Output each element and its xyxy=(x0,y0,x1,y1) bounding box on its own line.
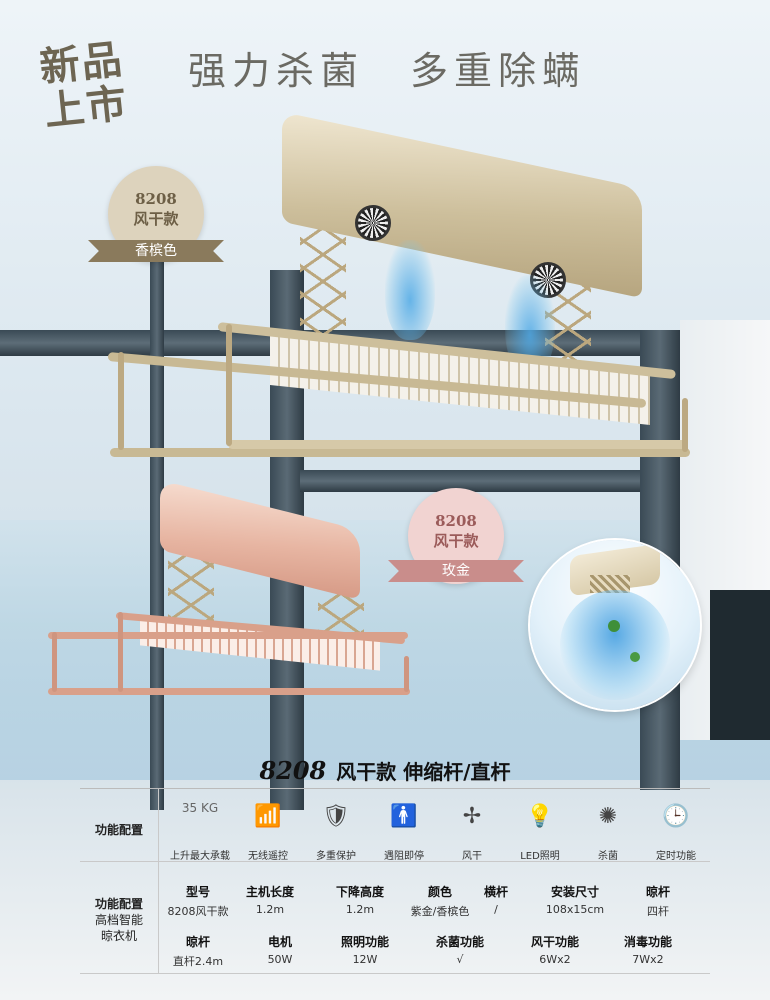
remote-icon: 📶 xyxy=(254,804,282,829)
spec-title: 8208 风干款 伸缩杆/直杆 xyxy=(0,756,770,785)
features-label: 功能配置 xyxy=(94,823,143,837)
person-icon: 🚹 xyxy=(390,804,418,829)
rod-post xyxy=(682,398,688,452)
rod-post xyxy=(118,612,123,692)
spec-header: 晾杆 xyxy=(645,885,670,899)
tv xyxy=(710,590,770,740)
config-sub-label: 高档智能 xyxy=(94,913,143,927)
feature-load: 35 KG 上升最大承载 xyxy=(168,801,232,862)
model-number: 8208 xyxy=(135,190,177,208)
feature-label: 无线遥控 xyxy=(248,851,288,862)
spec-table: 功能配置 35 KG 上升最大承载 📶 无线遥控 🛡 多重保护 🚹 遇阻即停 ✢… xyxy=(80,788,710,979)
spec-value: 6Wx2 xyxy=(539,953,571,966)
spec-subtitle: 风干款 伸缩杆/直杆 xyxy=(336,760,511,784)
feature-dry: ✢ 风干 xyxy=(440,801,504,862)
feature-remote: 📶 无线遥控 xyxy=(236,801,300,862)
feature-label: 上升最大承载 xyxy=(170,851,230,862)
fan-icon: ✢ xyxy=(462,804,482,829)
spec-value: 8208风干款 xyxy=(167,905,229,918)
shield-icon: 🛡 xyxy=(322,804,350,829)
headline-right: 多重除螨 xyxy=(410,49,587,93)
feature-sterilize: ✺ 杀菌 xyxy=(576,801,640,862)
rod-post xyxy=(52,632,57,692)
feature-label: 定时功能 xyxy=(656,851,696,862)
spec-value: √ xyxy=(456,953,464,966)
window-frame xyxy=(300,470,640,492)
bacteria-icon: ✺ xyxy=(598,804,618,829)
spec-header: 安装尺寸 xyxy=(550,885,599,899)
clock-icon: 🕒 xyxy=(662,804,690,829)
hanging-rod xyxy=(48,688,410,695)
spec-header: 风干功能 xyxy=(530,935,579,949)
spec-header: 下降高度 xyxy=(335,885,384,899)
spec-header: 型号 xyxy=(185,885,210,899)
spec-header: 照明功能 xyxy=(340,935,389,949)
config-label: 功能配置 xyxy=(94,897,143,911)
feature-protect: 🛡 多重保护 xyxy=(304,801,368,862)
sterilization-closeup xyxy=(530,540,700,710)
bacteria-icon xyxy=(630,652,640,662)
bulb-icon: 💡 xyxy=(526,804,554,829)
air-beam xyxy=(385,240,435,340)
feature-led: 💡 LED照明 xyxy=(508,801,572,862)
feature-label: 遇阻即停 xyxy=(384,851,424,862)
hanging-rod xyxy=(48,632,408,639)
hanging-rod xyxy=(110,448,690,457)
config-sub-label: 晾衣机 xyxy=(100,929,137,943)
headline: 强力杀菌 多重除螨 xyxy=(188,40,632,95)
load-icon: 35 KG xyxy=(181,801,219,815)
row-divider xyxy=(80,861,710,862)
spec-header: 晾杆 xyxy=(185,935,210,949)
spec-value: 12W xyxy=(352,953,378,966)
spec-value: 紫金/香槟色 xyxy=(410,905,470,918)
headline-left: 强力杀菌 xyxy=(188,49,365,93)
model-number: 8208 xyxy=(435,512,477,530)
spec-value: 直杆2.4m xyxy=(172,955,224,968)
spec-header: 横杆 xyxy=(483,885,508,899)
vent-grille xyxy=(590,575,630,593)
color-ribbon: 玫金 xyxy=(388,560,524,582)
spec-value: 1.2m xyxy=(345,903,375,916)
feature-timer: 🕒 定时功能 xyxy=(644,801,708,862)
spec-header: 颜色 xyxy=(427,885,452,899)
spec-value: 四杆 xyxy=(647,905,669,918)
window-frame xyxy=(150,250,164,810)
fan-icon xyxy=(355,205,391,241)
spec-header: 电机 xyxy=(267,935,292,949)
rod-post xyxy=(404,656,409,692)
model-badge-champagne: 8208 风干款 香槟色 xyxy=(88,166,224,262)
model-type: 风干款 xyxy=(433,532,479,550)
spec-value: 50W xyxy=(267,953,293,966)
feature-label: 多重保护 xyxy=(316,851,356,862)
feature-label: 风干 xyxy=(462,851,482,862)
spec-header: 杀菌功能 xyxy=(435,935,484,949)
feature-label: LED照明 xyxy=(520,851,560,862)
spec-header: 主机长度 xyxy=(245,885,294,899)
hanging-rod xyxy=(228,440,688,449)
rod-post xyxy=(118,352,124,450)
spec-value: / xyxy=(494,903,498,916)
col-divider xyxy=(158,789,159,973)
rod-post xyxy=(226,324,232,446)
spec-value: 1.2m xyxy=(255,903,285,916)
spec-value: 108x15cm xyxy=(545,903,605,916)
spec-model: 8208 xyxy=(259,756,327,785)
model-type: 风干款 xyxy=(133,210,179,228)
model-badge-rose: 8208 风干款 玫金 xyxy=(388,488,524,584)
row-divider xyxy=(80,973,710,974)
color-ribbon: 香槟色 xyxy=(88,240,224,262)
bacteria-icon xyxy=(608,620,620,632)
air-beam xyxy=(560,590,670,700)
feature-label: 杀菌 xyxy=(598,851,618,862)
new-arrival-badge: 新品上市 xyxy=(37,35,131,136)
feature-obstacle-stop: 🚹 遇阻即停 xyxy=(372,801,436,862)
spec-header: 消毒功能 xyxy=(623,935,672,949)
spec-value: 7Wx2 xyxy=(632,953,664,966)
